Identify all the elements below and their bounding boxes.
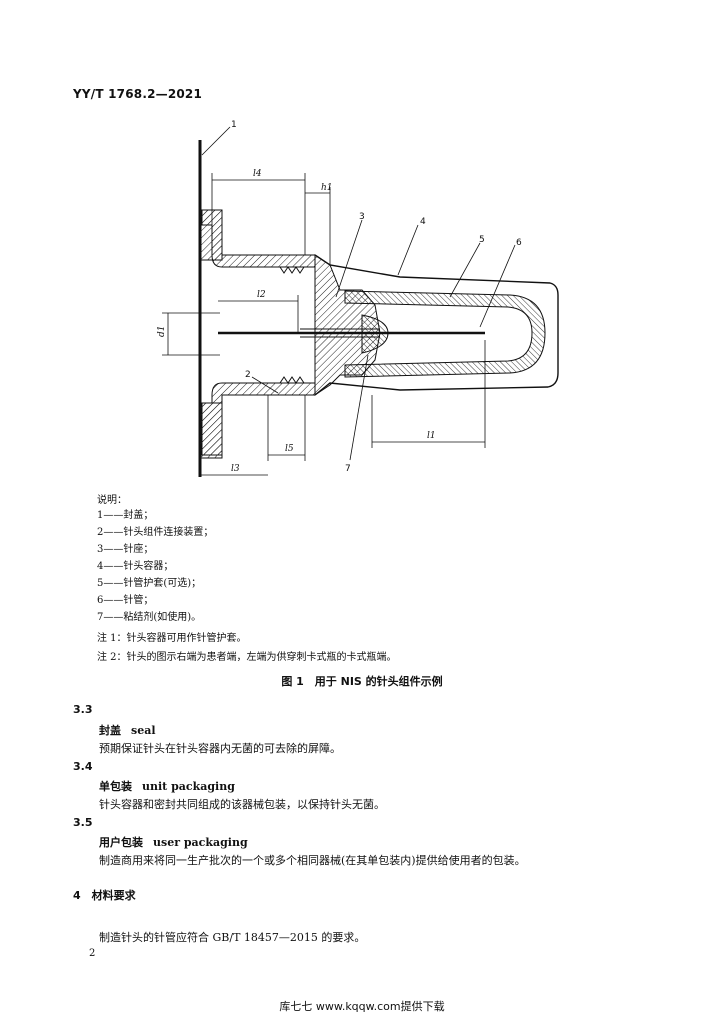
legend-item: 1——封盖； <box>97 510 154 521</box>
dim-l4: l4 <box>253 169 262 179</box>
callout-3: 3 <box>359 212 365 222</box>
needle-container <box>314 254 559 396</box>
download-footer: 库七七 www.kqqw.com提供下载 <box>279 1000 445 1013</box>
term-heading: 封盖 seal <box>99 722 156 738</box>
term-en: user packaging <box>153 836 248 849</box>
page-number: 2 <box>89 948 96 959</box>
dim-h1: h1 <box>321 183 333 193</box>
callout-4: 4 <box>420 217 426 227</box>
callout-5: 5 <box>479 235 485 245</box>
section-number: 3.3 <box>73 703 93 716</box>
legend-item: 2——针头组件连接装置； <box>97 527 214 538</box>
thread-upper <box>279 266 305 274</box>
thread-lower <box>279 376 305 384</box>
legend-item: 4——针头容器； <box>97 561 174 572</box>
section-number: 3.4 <box>73 760 93 773</box>
term-cn: 单包装 <box>99 780 132 793</box>
legend-item: 7——粘结剂(如使用)。 <box>97 612 202 623</box>
dim-l5: l5 <box>285 444 294 454</box>
chapter-heading: 4 材料要求 <box>73 889 136 902</box>
callout-7: 7 <box>345 464 351 474</box>
needle-sheath <box>344 290 546 378</box>
needle-assembly-figure: l4 h1 l2 d1 l1 l5 l3 1 2 3 4 5 6 7 <box>157 120 559 477</box>
figure-note-1: 注 1：针头容器可用作针管护套。 <box>97 633 247 644</box>
legend-item: 3——针座； <box>97 544 154 555</box>
dim-l1: l1 <box>427 431 436 441</box>
figure-note-2: 注 2：针头的图示右端为患者端，左端为供穿刺卡式瓶的卡式瓶端。 <box>97 652 397 663</box>
standard-number: YY/T 1768.2—2021 <box>73 87 203 101</box>
term-definition: 制造商用来将同一生产批次的一个或多个相同器械(在其单包装内)提供给使用者的包装。 <box>99 854 526 867</box>
dim-d1: d1 <box>157 326 167 338</box>
figure-caption: 图 1 用于 NIS 的针头组件示例 <box>281 675 443 688</box>
dim-l3: l3 <box>231 464 240 474</box>
flange-bottom <box>199 402 223 459</box>
callout-2: 2 <box>245 370 251 380</box>
term-en: unit packaging <box>142 780 235 793</box>
flange-top <box>199 209 223 261</box>
callout-6: 6 <box>516 238 522 248</box>
callout-1: 1 <box>231 120 237 130</box>
chapter-text: 制造针头的针管应符合 GB/T 18457—2015 的要求。 <box>99 931 366 944</box>
term-definition: 针头容器和密封共同组成的该器械包装，以保持针头无菌。 <box>99 798 385 811</box>
legend-item: 6——针管； <box>97 595 154 606</box>
term-heading: 用户包装 user packaging <box>99 834 248 850</box>
term-en: seal <box>131 724 156 737</box>
legend-item: 5——针管护套(可选)； <box>97 578 202 589</box>
section-number: 3.5 <box>73 816 93 829</box>
term-heading: 单包装 unit packaging <box>99 778 235 794</box>
dim-l2: l2 <box>257 290 266 300</box>
term-cn: 用户包装 <box>99 836 143 849</box>
term-definition: 预期保证针头在针头容器内无菌的可去除的屏障。 <box>99 742 341 755</box>
legend-title: 说明： <box>97 495 127 506</box>
term-cn: 封盖 <box>99 724 121 737</box>
